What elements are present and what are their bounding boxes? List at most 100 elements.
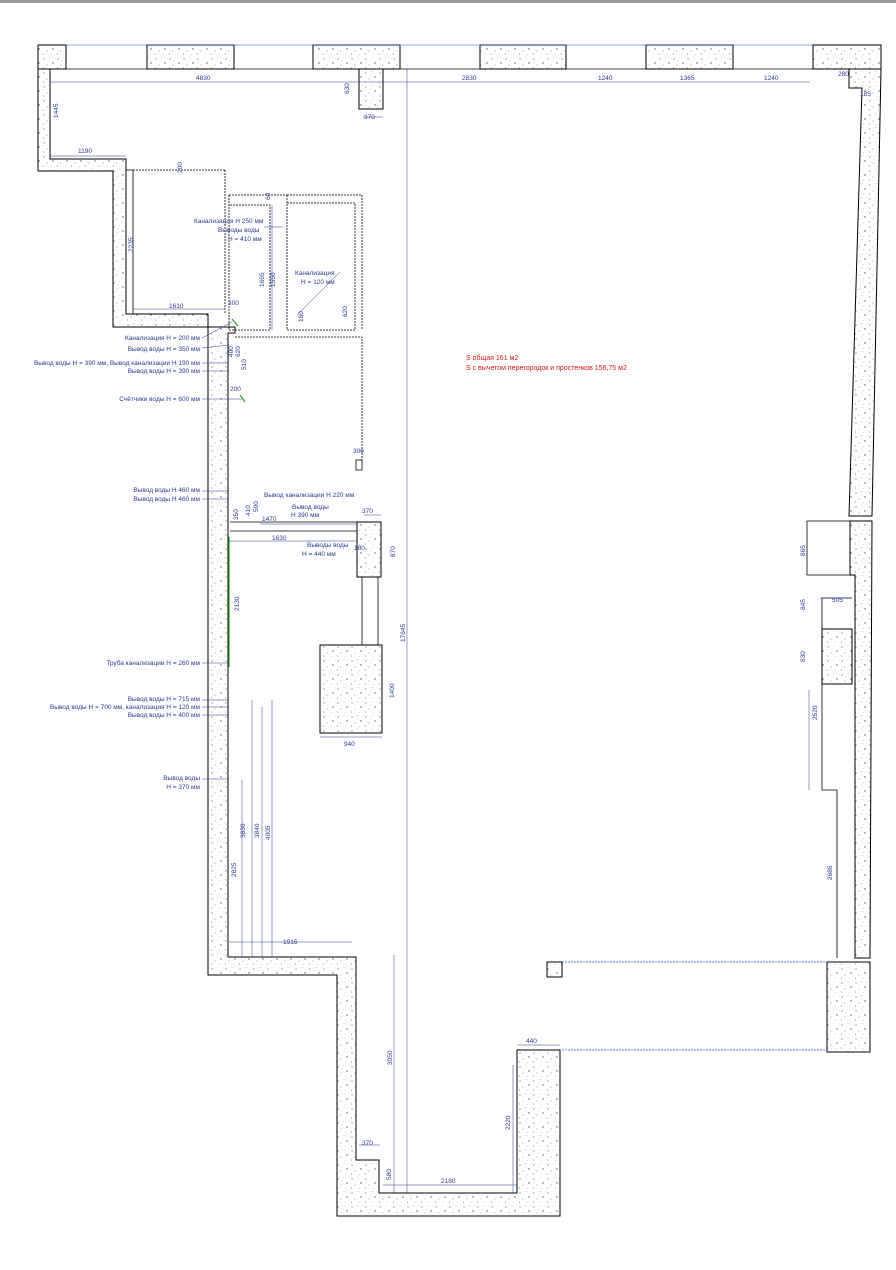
area-info: S общая 161 м2 S с вычетом перегородок и… [466, 354, 627, 372]
dim-1470: 1470 [262, 516, 277, 523]
dim-510: 510 [241, 359, 248, 370]
dim-top-1240b: 1240 [764, 75, 779, 82]
dim-410: 410 [245, 505, 252, 516]
dim-300b: 300 [353, 448, 364, 455]
note-vyv715: Вывод воды Н = 715 мм [128, 696, 201, 703]
dim-1445: 1445 [53, 103, 60, 118]
note-vyv460a: Вывод воды Н 460 мм [133, 487, 200, 494]
wall-right-pier [821, 628, 853, 685]
dim-3840: 3840 [254, 823, 261, 838]
dim-620: 620 [342, 306, 349, 317]
dim-3050: 3050 [387, 1050, 394, 1065]
note-h440: Н = 440 мм [302, 551, 336, 558]
dim-865: 865 [800, 545, 807, 556]
dim-60: 60 [265, 192, 272, 200]
top-border-line [0, 0, 896, 3]
dim-830: 830 [800, 651, 807, 662]
dim-180: 180 [354, 545, 365, 552]
dim-2220: 2220 [505, 1115, 512, 1130]
dimension-labels: 4830 2830 1240 1365 1240 630 370 280 185… [53, 71, 871, 1185]
column-big [319, 644, 383, 734]
dim-940: 940 [344, 741, 355, 748]
dim-1915: 1915 [283, 939, 298, 946]
dim-440: 440 [526, 1038, 537, 1045]
wall-top-pier-4 [645, 44, 734, 70]
note-truba260: Труба канализации Н = 260 мм [106, 659, 200, 667]
note-schetchiki: Счётчики воды Н = 600 мм [119, 396, 200, 403]
dim-200b: 200 [230, 386, 241, 393]
dim-top-1365: 1365 [680, 75, 695, 82]
note-leaders [201, 226, 341, 780]
dim-370a: 370 [364, 114, 375, 121]
column-bottom-small [546, 961, 563, 978]
note-h120: Н = 120 мм [301, 279, 335, 286]
dim-200a: 200 [177, 162, 184, 173]
dim-1630: 1630 [272, 535, 287, 542]
dim-580: 580 [386, 1169, 393, 1180]
dim-2520: 2520 [812, 705, 819, 720]
dim-top-2830: 2830 [462, 75, 477, 82]
dim-2130: 2130 [234, 596, 241, 611]
dim-500: 500 [253, 501, 260, 512]
wall-left-upper [37, 68, 209, 328]
dim-280: 280 [838, 71, 849, 78]
note-h370: Н = 370 мм [166, 784, 200, 791]
wall-right [848, 68, 882, 517]
area-total: S общая 161 м2 [466, 354, 518, 362]
note-vyv390: Вывод воды Н = 390 мм [128, 368, 201, 375]
dim-1665: 1665 [259, 272, 266, 287]
note-vyv390-kan190: Вывод воды Н = 390 мм, Вывод канализации… [34, 360, 201, 367]
wall-right-bottom [826, 961, 871, 1053]
dim-2180: 2180 [441, 1178, 456, 1185]
dim-505: 505 [832, 597, 843, 604]
dim-630: 630 [344, 83, 351, 94]
note-vyv-vody-b: Вывод воды [292, 504, 329, 511]
note-vyv-kan220: Вывод канализации Н 220 мм [264, 492, 355, 499]
plumbing-notes: Канализация Н 250 мм Выводы воды Н = 410… [34, 218, 355, 791]
note-h390: Н 390 мм [291, 512, 320, 519]
dim-1610: 1610 [169, 303, 184, 310]
walls [37, 44, 882, 1217]
dim-400: 400 [228, 346, 235, 357]
dim-2235: 2235 [128, 237, 135, 252]
dimension-lines [50, 69, 852, 1193]
wall-right-lower-a [849, 520, 873, 959]
dim-185: 185 [860, 91, 871, 98]
dim-870: 870 [390, 546, 397, 557]
dim-top-1240a: 1240 [598, 75, 613, 82]
dim-17645: 17645 [400, 624, 407, 642]
dim-370b: 370 [362, 508, 373, 515]
dim-1550: 1550 [270, 272, 277, 287]
dim-370c: 370 [362, 1140, 373, 1147]
dim-160: 160 [298, 311, 305, 322]
dim-1190: 1190 [78, 148, 92, 155]
riser-lines [228, 318, 246, 667]
dim-top-4830: 4830 [196, 75, 211, 82]
wall-left-long [207, 326, 561, 1217]
dim-620b: 620 [235, 346, 242, 357]
note-vyv400: Вывод воды Н = 400 мм [128, 712, 201, 719]
wall-top-right-corner [812, 44, 882, 70]
dim-300a: 300 [228, 300, 239, 307]
dim-350: 350 [233, 509, 240, 520]
note-vyv-vody: Выводы воды [218, 227, 260, 234]
dim-845: 845 [800, 599, 807, 610]
note-h410: Н = 410 мм [228, 236, 262, 243]
wall-top-left-corner [37, 44, 67, 70]
note-vyv-vody-d: Вывод воды [163, 775, 200, 782]
note-kan250: Канализация Н 250 мм [194, 218, 264, 225]
inner-lines [66, 44, 852, 1051]
note-vyv460b: Вывод воды Н 460 мм [133, 496, 200, 503]
dim-2825: 2825 [231, 862, 238, 877]
note-vyv700-kan120: Вывод воды Н = 700 мм, канализация Н = 1… [50, 704, 201, 711]
note-vyv-vody-c: Выводы воды [307, 542, 349, 549]
wall-top-pier-3 [479, 44, 567, 70]
wall-top-pier-1 [146, 44, 235, 70]
note-vyv350: Вывод воды Н = 350 мм [128, 346, 201, 353]
note-kan: Канализация [295, 270, 335, 277]
dim-3830: 3830 [240, 823, 247, 838]
area-net: S с вычетом перегородок и простенков 156… [466, 365, 627, 372]
note-kan200: Канализация Н = 200 мм [125, 335, 201, 342]
wall-top-pier-2 [312, 44, 401, 70]
